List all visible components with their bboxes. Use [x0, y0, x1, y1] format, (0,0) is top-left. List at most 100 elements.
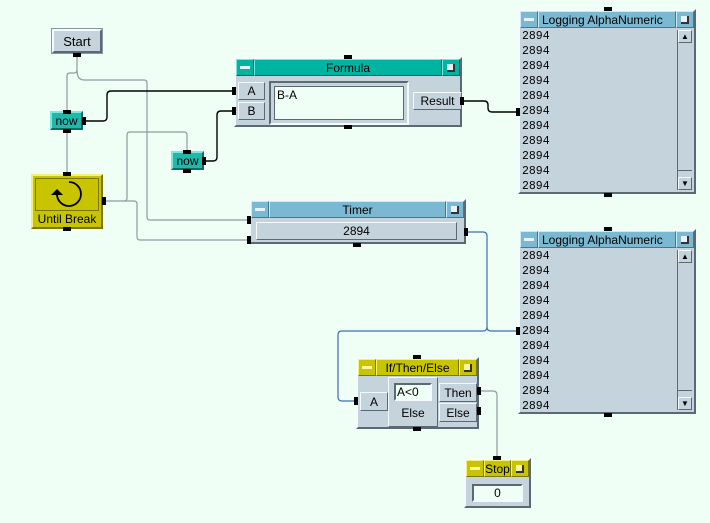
start-button[interactable]: Start [51, 28, 103, 54]
formula-result-output[interactable]: Result [413, 92, 462, 110]
ifthen-a-pin[interactable] [354, 397, 358, 405]
formula-seq-in-pin[interactable] [344, 55, 352, 59]
ifthen-then-pin[interactable] [477, 387, 481, 395]
maximize-icon [451, 205, 459, 214]
timer-maximize-button[interactable] [446, 201, 464, 218]
stop-object[interactable]: Stop 0 [464, 458, 531, 508]
logging-alphanumeric-2[interactable]: Logging AlphaNumeric 2894 2894 2894 2894… [518, 229, 696, 414]
log-row: 2894 [522, 30, 550, 43]
scroll-thumb[interactable] [678, 170, 692, 176]
ifthen-seq-in-pin[interactable] [413, 355, 421, 359]
log-2-data-in-pin[interactable] [516, 327, 520, 335]
arrow-up-icon: ▲ [681, 32, 689, 41]
log-2-title: Logging AlphaNumeric [538, 231, 676, 248]
arrow-down-icon: ▼ [681, 399, 689, 408]
formula-maximize-button[interactable] [442, 59, 460, 76]
timer-value-display: 2894 [256, 222, 457, 240]
until-data-out-pin[interactable] [102, 197, 106, 205]
until-seq-out-pin[interactable] [63, 227, 71, 231]
logging-alphanumeric-1[interactable]: Logging AlphaNumeric 2894 2894 2894 2894… [518, 9, 696, 194]
scroll-down-button[interactable]: ▼ [678, 177, 692, 190]
now-2-label: now [176, 153, 199, 168]
until-seq-in-pin[interactable] [63, 172, 71, 176]
log-row: 2894 [522, 135, 550, 148]
timer-out-pin[interactable] [464, 228, 468, 236]
now-1-label: now [55, 113, 78, 128]
log-1-seq-in-pin[interactable] [604, 7, 612, 11]
ifthen-title: If/Then/Else [376, 359, 459, 376]
log-1-seq-out-pin[interactable] [604, 193, 612, 197]
minimize-icon [362, 366, 372, 369]
log-2-maximize-button[interactable] [676, 231, 694, 248]
until-break-icon-area [35, 178, 99, 211]
wire-now2-formula-b [203, 110, 234, 162]
ifthen-condition-input[interactable]: A<0 [394, 383, 432, 401]
log-row: 2894 [522, 340, 550, 353]
maximize-icon [681, 235, 689, 244]
timer-titlebar[interactable]: Timer [251, 201, 464, 218]
scroll-down-button[interactable]: ▼ [678, 397, 692, 410]
formula-result-pin[interactable] [460, 97, 464, 105]
start-seq-out-pin[interactable] [73, 53, 81, 57]
ifthen-input-a[interactable]: A [360, 392, 388, 411]
timer-time2-pin[interactable] [247, 236, 251, 244]
ifthen-then-output[interactable]: Then [439, 383, 477, 402]
log-row: 2894 [522, 75, 550, 88]
now-2-seq-out-pin[interactable] [183, 169, 191, 173]
log-2-scrollbar[interactable]: ▲ ▼ [677, 250, 692, 410]
until-break-label: Until Break [37, 212, 97, 226]
now-2-seq-in-pin[interactable] [183, 150, 191, 154]
scroll-up-button[interactable]: ▲ [678, 30, 692, 43]
log-row: 2894 [522, 265, 550, 278]
formula-expression-input[interactable]: B-A [274, 86, 404, 120]
now-1-seq-in-pin[interactable] [63, 110, 71, 114]
stop-titlebar[interactable]: Stop [466, 460, 529, 477]
scroll-thumb[interactable] [678, 390, 692, 396]
ifthen-else-output[interactable]: Else [439, 403, 477, 422]
log-2-seq-out-pin[interactable] [604, 413, 612, 417]
log-row: 2894 [522, 90, 550, 103]
timer-object[interactable]: Timer 2894 [249, 199, 466, 244]
log-1-maximize-button[interactable] [676, 11, 694, 28]
now-2-out-pin[interactable] [202, 157, 206, 165]
until-break-object[interactable]: Until Break [31, 174, 103, 229]
arrow-down-icon: ▼ [681, 179, 689, 188]
stop-seq-in-pin[interactable] [493, 456, 501, 460]
timer-seq-out-pin[interactable] [353, 243, 361, 247]
formula-minimize-button[interactable] [236, 59, 254, 76]
stop-minimize-button[interactable] [466, 460, 484, 477]
formula-input-a[interactable]: A [238, 82, 265, 100]
log-row: 2894 [522, 325, 550, 338]
ifthen-seq-out-pin[interactable] [413, 427, 421, 431]
log-1-data-in-pin[interactable] [516, 108, 520, 116]
formula-seq-out-pin[interactable] [344, 125, 352, 129]
now-1-seq-out-pin[interactable] [63, 129, 71, 133]
log-1-titlebar[interactable]: Logging AlphaNumeric [520, 11, 694, 28]
log-row: 2894 [522, 150, 550, 163]
if-then-else-object[interactable]: If/Then/Else A A<0 Else Then Else [356, 357, 479, 429]
log-1-minimize-button[interactable] [520, 11, 538, 28]
ifthen-maximize-button[interactable] [459, 359, 477, 376]
formula-titlebar[interactable]: Formula [236, 59, 460, 76]
formula-a-pin[interactable] [232, 87, 236, 95]
formula-input-b[interactable]: B [238, 102, 265, 120]
maximize-icon [447, 63, 455, 72]
log-1-scrollbar[interactable]: ▲ ▼ [677, 30, 692, 190]
log-2-seq-in-pin[interactable] [604, 227, 612, 231]
formula-object[interactable]: Formula A B B-A Result [234, 57, 462, 127]
log-2-titlebar[interactable]: Logging AlphaNumeric [520, 231, 694, 248]
ifthen-input-a-label: A [369, 394, 378, 409]
scroll-up-button[interactable]: ▲ [678, 250, 692, 263]
log-2-minimize-button[interactable] [520, 231, 538, 248]
maximize-icon [516, 464, 524, 473]
ifthen-else-pin[interactable] [477, 407, 481, 415]
ifthen-else-out-label: Else [446, 405, 470, 420]
timer-time1-pin[interactable] [247, 216, 251, 224]
stop-maximize-button[interactable] [511, 460, 529, 477]
ifthen-then-label: Then [444, 385, 472, 400]
formula-b-pin[interactable] [232, 107, 236, 115]
ifthen-minimize-button[interactable] [358, 359, 376, 376]
timer-minimize-button[interactable] [251, 201, 269, 218]
ifthen-titlebar[interactable]: If/Then/Else [358, 359, 477, 376]
now-1-out-pin[interactable] [82, 117, 86, 125]
